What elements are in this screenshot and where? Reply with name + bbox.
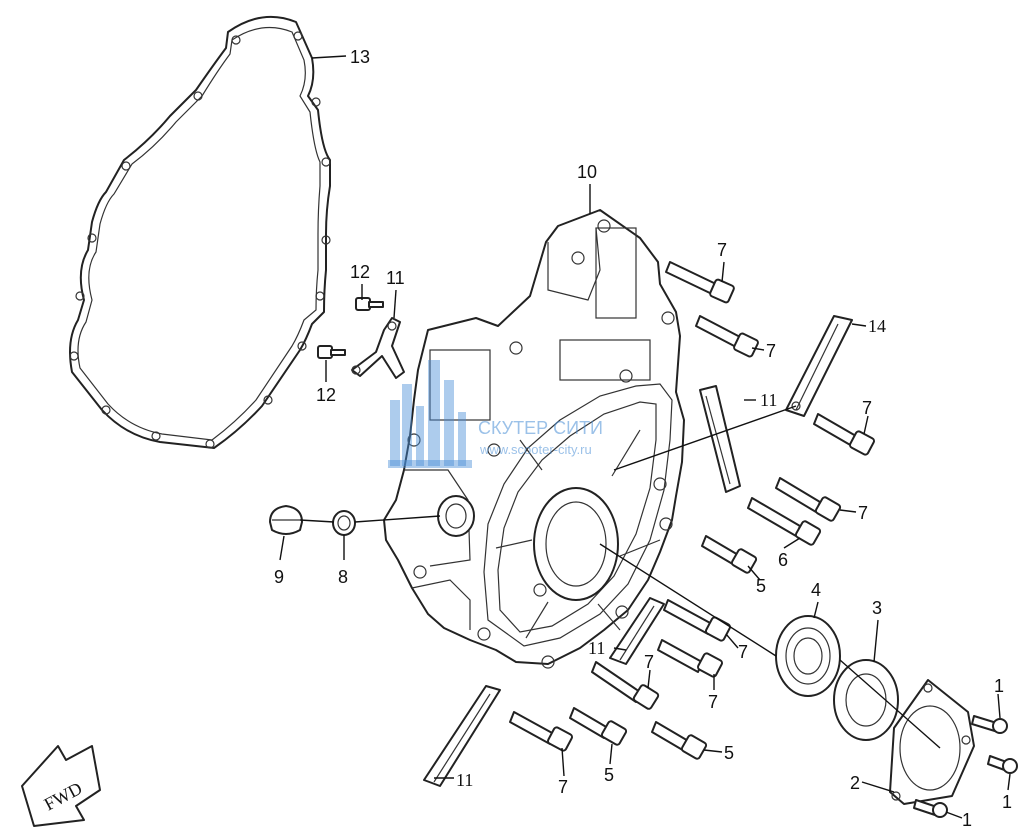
retainer-plate-2	[889, 679, 975, 805]
label-3: 3	[872, 598, 882, 618]
label-7-f: 7	[644, 652, 654, 672]
o-ring-8	[332, 510, 356, 536]
clip-11-a	[699, 385, 741, 493]
bolt-7-h	[509, 711, 573, 752]
oil-seal-3	[833, 659, 899, 741]
label-1-b: 1	[1002, 792, 1012, 812]
screw-1-b	[987, 755, 1018, 774]
label-1-c: 1	[962, 810, 972, 830]
bolt-5-a	[701, 535, 758, 574]
label-9: 9	[274, 567, 284, 587]
bolt-7-c	[813, 413, 875, 456]
bolt-5-c	[651, 721, 708, 760]
bolt-7-f	[657, 639, 723, 678]
label-11-d: 11	[456, 770, 473, 790]
label-1-a: 1	[994, 676, 1004, 696]
watermark: СКУТЕР СИТИ www.scooter-city.ru	[388, 360, 603, 468]
label-7-e: 7	[738, 642, 748, 662]
fwd-arrow: FWD	[21, 745, 101, 827]
bolt-6	[747, 497, 822, 546]
bolt-12-upper	[355, 297, 384, 311]
label-8: 8	[338, 567, 348, 587]
bearing-4	[775, 615, 841, 697]
label-11-c: 11	[588, 638, 605, 658]
label-2: 2	[850, 773, 860, 793]
filler-port	[437, 495, 475, 537]
label-5-a: 5	[756, 576, 766, 596]
clip-11-c	[423, 685, 501, 787]
watermark-city-icon	[388, 360, 472, 468]
label-10: 10	[577, 162, 597, 182]
clip-11-b	[609, 597, 665, 665]
label-5-c: 5	[604, 765, 614, 785]
label-12-upper: 12	[350, 262, 370, 282]
label-11-b: 11	[760, 390, 777, 410]
label-5-b: 5	[724, 743, 734, 763]
bracket-14	[785, 315, 853, 417]
bracket-11	[351, 317, 405, 379]
bolt-7-g	[591, 661, 660, 710]
bolt-5-b	[569, 707, 628, 746]
label-7-a: 7	[717, 240, 727, 260]
screw-1-a	[971, 715, 1008, 734]
label-12-lower: 12	[316, 385, 336, 405]
screw-1-c	[913, 799, 948, 818]
label-4: 4	[811, 580, 821, 600]
label-14: 14	[868, 316, 886, 336]
gasket-13	[69, 15, 331, 449]
watermark-url: www.scooter-city.ru	[479, 442, 592, 457]
bolt-7-d	[775, 477, 842, 522]
bolt-7-b	[695, 315, 759, 358]
label-6: 6	[778, 550, 788, 570]
label-13: 13	[350, 47, 370, 67]
label-7-h: 7	[558, 777, 568, 797]
part-labels: 13 10 12 11 12 9 8 7 7 14 11 7 7 6 5 4 3…	[274, 47, 1012, 830]
label-7-g: 7	[708, 692, 718, 712]
leader-lines	[279, 55, 1011, 819]
label-7-c: 7	[862, 398, 872, 418]
label-7-b: 7	[766, 341, 776, 361]
plug-9	[269, 505, 303, 535]
watermark-title: СКУТЕР СИТИ	[478, 418, 603, 438]
label-7-d: 7	[858, 503, 868, 523]
bolt-12-lower	[317, 345, 346, 359]
label-11-bracket: 11	[386, 268, 405, 288]
bolt-7-a	[665, 261, 735, 304]
